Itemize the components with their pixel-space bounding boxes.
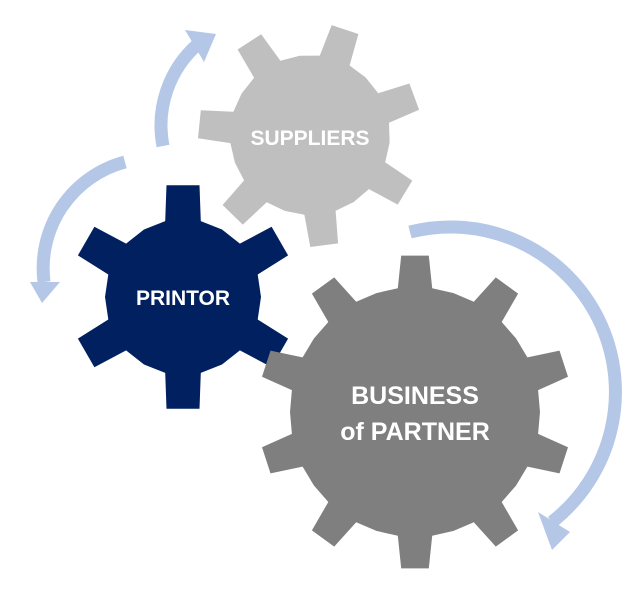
arrow-to-business (408, 220, 622, 528)
gear-printor (77, 185, 289, 409)
business-label-line2: of PARTNER (340, 418, 490, 446)
arrowhead-icon (185, 30, 216, 62)
arrowhead-icon (30, 282, 60, 303)
business-label-line1: BUSINESS (351, 382, 479, 410)
suppliers-label: SUPPLIERS (250, 127, 369, 150)
arrowhead-icon (538, 512, 570, 550)
cycle-arrows (30, 30, 622, 550)
gear-business-of-partner (262, 255, 568, 569)
arrow-printor-to-suppliers (154, 39, 203, 148)
gear-suppliers (198, 25, 420, 247)
arrow-suppliers-to-printor (36, 155, 127, 283)
printor-label: PRINTOR (136, 287, 230, 310)
